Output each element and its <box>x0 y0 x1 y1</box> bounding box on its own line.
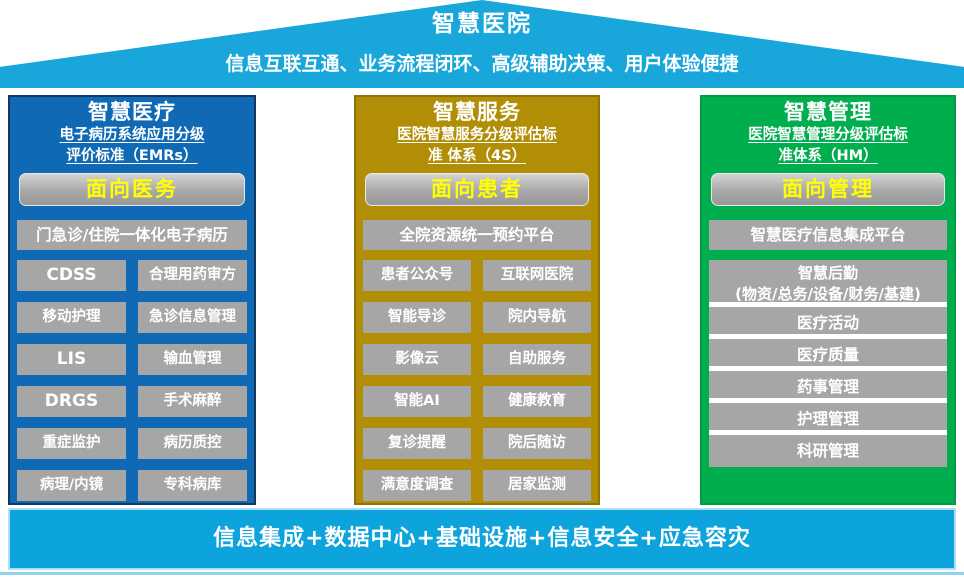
item-row: 智慧后勤 (物资/总务/设备/财务/基建) <box>709 260 947 307</box>
pillar-title: 智慧医疗 <box>88 100 176 124</box>
item-row: 科研管理 <box>709 435 947 467</box>
pillar-subtitle-line1: 电子病历系统应用分级 <box>59 127 205 143</box>
item-booking-platform: 全院资源统一预约平台 <box>363 220 591 250</box>
item-cell: DRGS <box>17 386 126 417</box>
item-cell: 手术麻醉 <box>138 386 247 417</box>
pillar-smart-management: 智慧管理 医院智慧管理分级评估标 准体系（HM） 面向管理 智慧医疗信息集成平台… <box>700 95 956 505</box>
item-cell: 患者公众号 <box>363 260 471 291</box>
item-cell: CDSS <box>17 260 126 291</box>
item-cell: 病历质控 <box>138 428 247 459</box>
pillar-subtitle-line2: 准体系（HM） <box>778 148 878 164</box>
pillar-subtitle-line2: 准 体系（4S） <box>427 148 527 164</box>
item-cell: 复诊提醒 <box>363 428 471 459</box>
item-row: 护理管理 <box>709 403 947 435</box>
pillar-title: 智慧管理 <box>784 100 872 124</box>
medical-items-grid: CDSS 合理用药审方 移动护理 急诊信息管理 LIS 输血管理 DRGS 手术… <box>17 260 247 501</box>
item-row: 医疗活动 <box>709 307 947 339</box>
pillar-smart-service: 智慧服务 医院智慧服务分级评估标 准 体系（4S） 面向患者 全院资源统一预约平… <box>354 95 600 505</box>
item-row: 药事管理 <box>709 371 947 403</box>
item-cell: 移动护理 <box>17 302 126 333</box>
item-cell: 健康教育 <box>483 386 591 417</box>
item-cell: 智能导诊 <box>363 302 471 333</box>
audience-badge-management: 面向管理 <box>711 173 945 206</box>
item-cell: 输血管理 <box>138 344 247 375</box>
item-cell: 重症监护 <box>17 428 126 459</box>
roof-banner: 智慧医院 信息互联互通、业务流程闭环、高级辅助决策、用户体验便捷 <box>0 0 964 88</box>
item-row: 医疗质量 <box>709 339 947 371</box>
foundation-bar: 信息集成+数据中心+基础设施+信息安全+应急容灾 <box>8 508 956 570</box>
item-cell: 居家监测 <box>483 470 591 501</box>
item-cell: 院内导航 <box>483 302 591 333</box>
item-cell: 专科病库 <box>138 470 247 501</box>
item-cell: 自助服务 <box>483 344 591 375</box>
item-emr-integrated: 门急诊/住院一体化电子病历 <box>17 220 247 250</box>
management-items-stack: 智慧后勤 (物资/总务/设备/财务/基建) 医疗活动 医疗质量 药事管理 护理管… <box>709 260 947 467</box>
hospital-title: 智慧医院 <box>432 11 532 37</box>
item-cell: 互联网医院 <box>483 260 591 291</box>
service-items-grid: 患者公众号 互联网医院 智能导诊 院内导航 影像云 自助服务 智能AI 健康教育… <box>363 260 591 501</box>
item-cell: 智能AI <box>363 386 471 417</box>
audience-badge-service: 面向患者 <box>365 173 589 206</box>
pillar-subtitle-line1: 医院智慧管理分级评估标 <box>748 127 908 143</box>
pillar-subtitle-line2: 评价标准（EMRs） <box>66 148 198 164</box>
pillar-title: 智慧服务 <box>433 100 521 124</box>
item-cell: LIS <box>17 344 126 375</box>
item-cell: 影像云 <box>363 344 471 375</box>
item-cell: 院后随访 <box>483 428 591 459</box>
item-cell: 满意度调查 <box>363 470 471 501</box>
item-cell: 病理/内镜 <box>17 470 126 501</box>
hospital-subtitle: 信息互联互通、业务流程闭环、高级辅助决策、用户体验便捷 <box>225 53 739 75</box>
pillar-smart-medical: 智慧医疗 电子病历系统应用分级 评价标准（EMRs） 面向医务 门急诊/住院一体… <box>8 95 256 505</box>
pillar-subtitle-line1: 医院智慧服务分级评估标 <box>397 127 557 143</box>
item-cell: 合理用药审方 <box>138 260 247 291</box>
audience-badge-medical: 面向医务 <box>19 173 245 206</box>
item-integration-platform: 智慧医疗信息集成平台 <box>709 220 947 250</box>
bottom-divider <box>0 572 964 575</box>
item-cell: 急诊信息管理 <box>138 302 247 333</box>
